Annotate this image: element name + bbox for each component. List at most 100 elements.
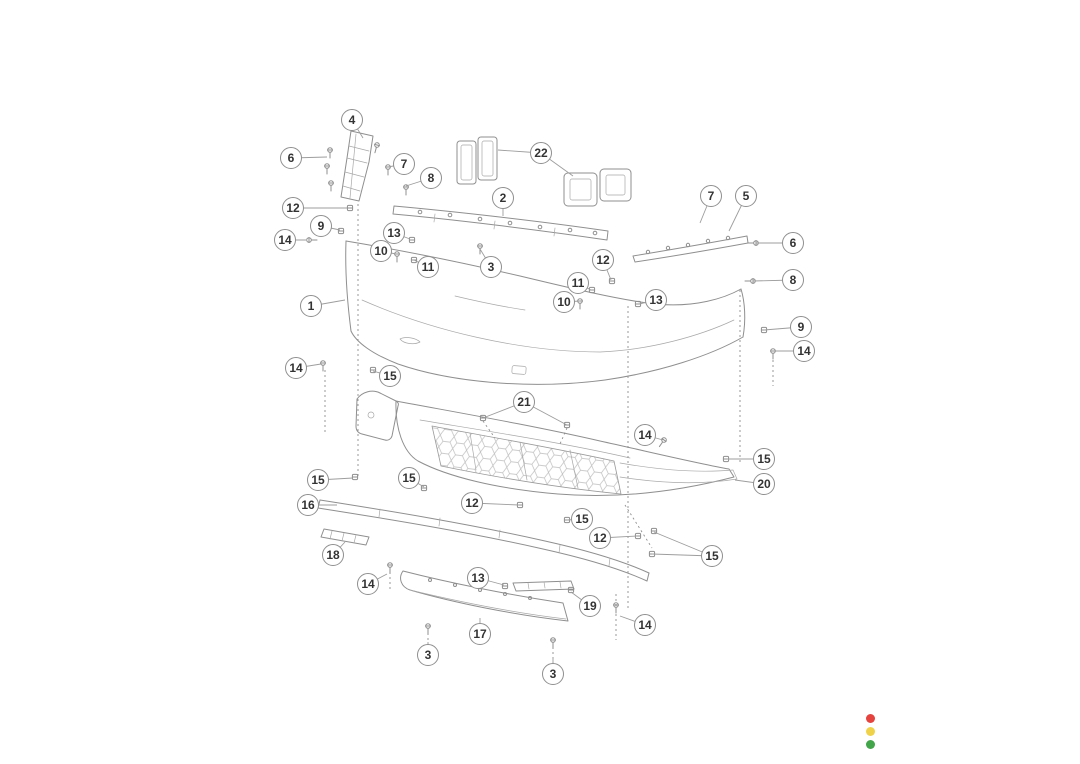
fastener-clips bbox=[337, 204, 768, 594]
svg-text:16: 16 bbox=[301, 498, 315, 512]
svg-text:12: 12 bbox=[596, 253, 610, 267]
callout-15[interactable]: 15 bbox=[307, 469, 329, 491]
svg-text:15: 15 bbox=[402, 471, 416, 485]
callout-2[interactable]: 2 bbox=[492, 187, 514, 209]
callout-12[interactable]: 12 bbox=[592, 249, 614, 271]
callout-8[interactable]: 8 bbox=[782, 269, 804, 291]
callout-15[interactable]: 15 bbox=[398, 467, 420, 489]
svg-text:22: 22 bbox=[534, 146, 548, 160]
svg-text:13: 13 bbox=[471, 571, 485, 585]
part-side-bracket-right bbox=[632, 235, 749, 263]
svg-text:7: 7 bbox=[708, 189, 715, 203]
callout-14[interactable]: 14 bbox=[634, 424, 656, 446]
status-dot-red[interactable] bbox=[865, 713, 875, 723]
part-side-bracket-left bbox=[340, 130, 374, 202]
svg-text:14: 14 bbox=[797, 344, 811, 358]
callout-17[interactable]: 17 bbox=[469, 623, 491, 645]
callout-14[interactable]: 14 bbox=[274, 229, 296, 251]
svg-text:9: 9 bbox=[318, 219, 325, 233]
svg-text:8: 8 bbox=[790, 273, 797, 287]
callout-14[interactable]: 14 bbox=[634, 614, 656, 636]
svg-text:3: 3 bbox=[488, 260, 495, 274]
callout-14[interactable]: 14 bbox=[285, 357, 307, 379]
callout-13[interactable]: 13 bbox=[645, 289, 667, 311]
svg-text:15: 15 bbox=[757, 452, 771, 466]
callout-3[interactable]: 3 bbox=[417, 644, 439, 666]
callout-6[interactable]: 6 bbox=[280, 147, 302, 169]
callout-11[interactable]: 11 bbox=[567, 272, 589, 294]
svg-text:11: 11 bbox=[572, 276, 585, 290]
status-dot-green[interactable] bbox=[865, 739, 875, 749]
svg-text:4: 4 bbox=[349, 113, 356, 127]
callout-9[interactable]: 9 bbox=[790, 316, 812, 338]
svg-text:7: 7 bbox=[401, 157, 408, 171]
callout-5[interactable]: 5 bbox=[735, 185, 757, 207]
svg-text:18: 18 bbox=[326, 548, 340, 562]
svg-text:15: 15 bbox=[383, 369, 397, 383]
callout-13[interactable]: 13 bbox=[467, 567, 489, 589]
status-dot-yellow[interactable] bbox=[865, 726, 875, 736]
callout-19[interactable]: 19 bbox=[579, 595, 601, 617]
svg-text:19: 19 bbox=[583, 599, 597, 613]
callout-14[interactable]: 14 bbox=[357, 573, 379, 595]
svg-text:15: 15 bbox=[575, 512, 589, 526]
svg-text:2: 2 bbox=[500, 191, 507, 205]
svg-text:10: 10 bbox=[557, 295, 571, 309]
callout-3[interactable]: 3 bbox=[480, 256, 502, 278]
callout-10[interactable]: 10 bbox=[370, 240, 392, 262]
svg-text:14: 14 bbox=[278, 233, 292, 247]
callout-11[interactable]: 11 bbox=[417, 256, 439, 278]
svg-text:3: 3 bbox=[425, 648, 432, 662]
svg-text:15: 15 bbox=[705, 549, 719, 563]
callout-3[interactable]: 3 bbox=[542, 663, 564, 685]
part-lower-grille bbox=[355, 390, 738, 496]
callout-6[interactable]: 6 bbox=[782, 232, 804, 254]
callout-22[interactable]: 22 bbox=[530, 142, 552, 164]
svg-text:6: 6 bbox=[288, 151, 295, 165]
callout-20[interactable]: 20 bbox=[753, 473, 775, 495]
svg-text:12: 12 bbox=[286, 201, 300, 215]
callout-9[interactable]: 9 bbox=[310, 215, 332, 237]
callout-4[interactable]: 4 bbox=[341, 109, 363, 131]
callout-18[interactable]: 18 bbox=[322, 544, 344, 566]
svg-text:12: 12 bbox=[593, 531, 607, 545]
part-upper-reinforcement bbox=[392, 205, 609, 241]
svg-text:15: 15 bbox=[311, 473, 325, 487]
callout-10[interactable]: 10 bbox=[553, 291, 575, 313]
svg-text:14: 14 bbox=[289, 361, 303, 375]
alignment-dashed-lines bbox=[324, 204, 774, 663]
svg-text:5: 5 bbox=[743, 189, 750, 203]
callout-15[interactable]: 15 bbox=[701, 545, 723, 567]
svg-text:3: 3 bbox=[550, 667, 557, 681]
part-sensor-bezels bbox=[456, 136, 632, 207]
callout-12[interactable]: 12 bbox=[282, 197, 304, 219]
callout-14[interactable]: 14 bbox=[793, 340, 815, 362]
svg-text:8: 8 bbox=[428, 171, 435, 185]
part-strip-right bbox=[512, 580, 575, 592]
svg-text:20: 20 bbox=[757, 477, 771, 491]
callout-1[interactable]: 1 bbox=[300, 295, 322, 317]
svg-text:13: 13 bbox=[387, 226, 401, 240]
callout-7[interactable]: 7 bbox=[700, 185, 722, 207]
part-strip-left bbox=[320, 528, 370, 546]
svg-text:21: 21 bbox=[517, 395, 531, 409]
callout-8[interactable]: 8 bbox=[420, 167, 442, 189]
callout-15[interactable]: 15 bbox=[379, 365, 401, 387]
callout-21[interactable]: 21 bbox=[513, 391, 535, 413]
svg-text:13: 13 bbox=[649, 293, 663, 307]
callout-12[interactable]: 12 bbox=[589, 527, 611, 549]
callout-7[interactable]: 7 bbox=[393, 153, 415, 175]
svg-text:11: 11 bbox=[422, 260, 435, 274]
callout-13[interactable]: 13 bbox=[383, 222, 405, 244]
svg-text:6: 6 bbox=[790, 236, 797, 250]
callout-15[interactable]: 15 bbox=[753, 448, 775, 470]
svg-text:10: 10 bbox=[374, 244, 388, 258]
svg-text:9: 9 bbox=[798, 320, 805, 334]
part-lower-trim-strip bbox=[317, 499, 650, 582]
callout-15[interactable]: 15 bbox=[571, 508, 593, 530]
callout-16[interactable]: 16 bbox=[297, 494, 319, 516]
fastener-screws bbox=[306, 141, 776, 649]
svg-text:14: 14 bbox=[361, 577, 375, 591]
callout-12[interactable]: 12 bbox=[461, 492, 483, 514]
